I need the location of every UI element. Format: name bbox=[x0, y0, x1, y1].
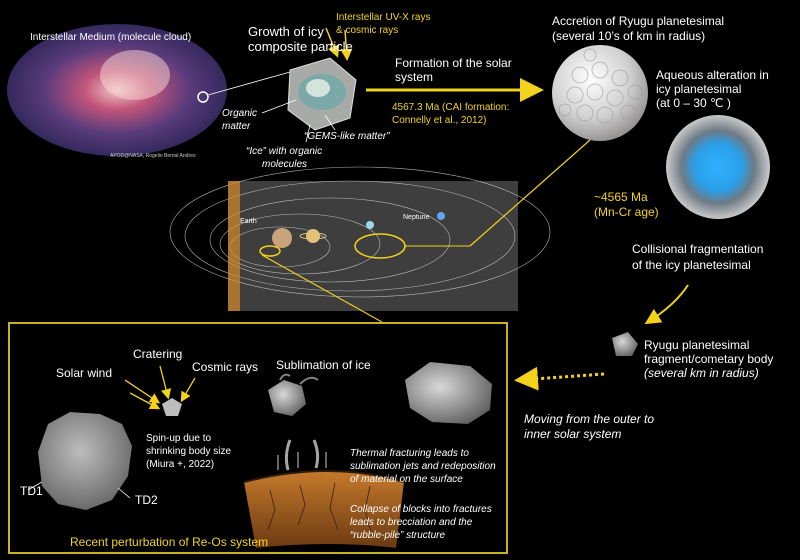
moving-label-2: inner solar system bbox=[524, 427, 622, 441]
collapse-label-1: Collapse of blocks into fractures bbox=[350, 504, 492, 515]
thermal-label-2: sublimation jets and redeposition bbox=[350, 461, 496, 472]
accretion-label-2: (several 10’s of km in radius) bbox=[552, 29, 706, 43]
moving-label-1: Moving from the outer to bbox=[524, 412, 655, 426]
fragment-label-1: Ryugu planetesimal bbox=[644, 338, 750, 352]
uranus bbox=[366, 221, 374, 229]
collision-label-2: of the icy planetesimal bbox=[632, 258, 751, 272]
spinup-label-1: Spin-up due to bbox=[146, 433, 212, 444]
recent-processes-box bbox=[8, 322, 508, 554]
nebula-highlight bbox=[100, 50, 170, 100]
solar-wind-label: Solar wind bbox=[56, 366, 113, 380]
aqueous-label-1: Aqueous alteration in bbox=[656, 68, 769, 82]
ryugu-asteroid bbox=[38, 412, 132, 510]
neptune-label: Neptune bbox=[403, 214, 430, 221]
cosmic-ray-arrow bbox=[180, 377, 196, 403]
collapse-label-2: leads to brecciation and the bbox=[350, 517, 473, 528]
td1-label: TD1 bbox=[20, 484, 43, 498]
fragment-label-2: fragment/cometary body bbox=[644, 352, 774, 366]
aqueous-label-3: (at 0 – 30 ℃ ) bbox=[656, 96, 731, 110]
solar-wind-arrow-2 bbox=[129, 392, 161, 410]
fragment-label-3: (several km in radius) bbox=[644, 366, 759, 380]
uv-label-2: & cosmic rays bbox=[336, 25, 399, 36]
mnc-label-1: ~4565 Ma bbox=[594, 190, 648, 204]
spinup-label-2: shrinking body size bbox=[146, 446, 232, 457]
ism-label: Interstellar Medium (molecule cloud) bbox=[30, 32, 192, 43]
solar-wind-arrow-1 bbox=[124, 379, 161, 404]
uv-arrow-1 bbox=[325, 27, 340, 58]
crust-section bbox=[244, 471, 404, 548]
thermal-label-1: Thermal fracturing leads to bbox=[350, 448, 469, 459]
cai-label-1: 4567.3 Ma (CAI formation: bbox=[392, 102, 510, 113]
sublimation-label: Sublimation of ice bbox=[276, 358, 371, 372]
fragment-body bbox=[612, 332, 638, 356]
earth-label: Earth bbox=[240, 218, 257, 225]
neptune-planet bbox=[437, 212, 445, 220]
ryugu-planetesimal bbox=[552, 45, 648, 141]
uv-arrow-2 bbox=[340, 29, 353, 61]
moving-inward-arrow bbox=[514, 366, 605, 391]
collision-label-1: Collisional fragmentation bbox=[632, 242, 764, 256]
thermal-label-3: of material on the surface bbox=[350, 474, 463, 485]
cai-label-2: Connelly et al., 2012) bbox=[392, 115, 487, 126]
connector-to-box bbox=[261, 254, 383, 323]
connector-to-planetesimal bbox=[469, 139, 591, 247]
sublimating-body bbox=[268, 380, 306, 416]
organic-label-1: Organic bbox=[222, 108, 258, 119]
cosmic-rays-label: Cosmic rays bbox=[192, 360, 259, 374]
aqueous-label-2: icy planetesimal bbox=[656, 82, 742, 96]
cratering-label: Cratering bbox=[133, 347, 183, 361]
small-body bbox=[162, 398, 182, 416]
aqueous-body bbox=[666, 115, 770, 219]
td2-label: TD2 bbox=[135, 493, 158, 507]
ice-label-1: “Ice” with organic bbox=[246, 146, 323, 157]
image-credit: APOD@NASA, Rogelio Bernal Andreo bbox=[110, 153, 196, 159]
reos-label: Recent perturbation of Re-Os system bbox=[70, 535, 269, 549]
growth-label-2: composite particle bbox=[248, 39, 353, 54]
saturn bbox=[306, 229, 320, 243]
cratering-arrow bbox=[159, 365, 172, 400]
ice-label-2: molecules bbox=[262, 159, 308, 170]
formation-label-2: system bbox=[395, 70, 434, 84]
nebula-target-circle bbox=[197, 91, 209, 103]
jupiter bbox=[272, 228, 292, 248]
nebula-to-particle-line bbox=[207, 71, 291, 96]
growth-label-1: Growth of icy bbox=[248, 24, 324, 39]
collapse-label-3: “rubble-pile” structure bbox=[350, 530, 446, 541]
gems-label: “GEMS-like matter” bbox=[304, 131, 390, 142]
inner-region-circle bbox=[259, 245, 281, 257]
organic-label-2: matter bbox=[222, 121, 251, 132]
uv-label-1: Interstellar UV-X rays bbox=[336, 12, 431, 23]
formation-label-1: Formation of the solar bbox=[395, 56, 512, 70]
collision-arrow bbox=[644, 284, 689, 325]
orbit-lines bbox=[169, 166, 551, 298]
mnc-label-2: (Mn-Cr age) bbox=[594, 205, 659, 219]
rubble-body-large bbox=[405, 362, 492, 424]
sublimation-jets bbox=[284, 439, 320, 471]
spinup-label-3: (Miura +, 2022) bbox=[146, 459, 215, 470]
accretion-label-1: Accretion of Ryugu planetesimal bbox=[552, 14, 725, 28]
